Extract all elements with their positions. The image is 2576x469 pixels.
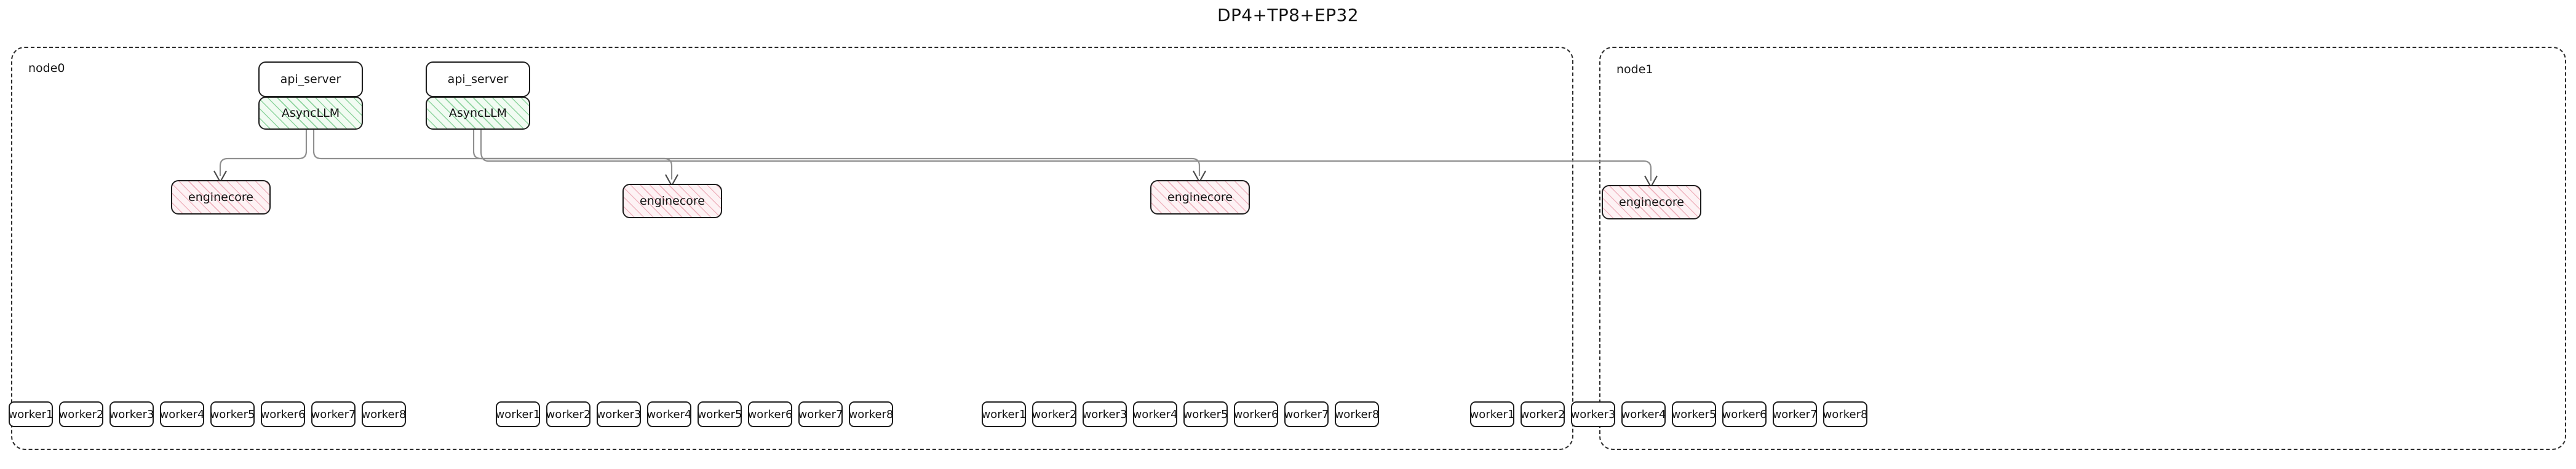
enginecore-box-1[interactable]: enginecore (622, 184, 722, 218)
async-llm-box-1[interactable]: AsyncLLM (426, 97, 530, 130)
worker-box[interactable]: worker5 (1672, 401, 1716, 427)
cluster-node1 (1599, 47, 2566, 450)
worker-box[interactable]: worker8 (1335, 401, 1379, 427)
worker-box[interactable]: worker3 (1083, 401, 1127, 427)
worker-box[interactable]: worker6 (261, 401, 305, 427)
cluster-node0-label: node0 (28, 61, 65, 75)
worker-box[interactable]: worker5 (210, 401, 255, 427)
enginecore-box-2[interactable]: enginecore (1150, 180, 1250, 215)
api-server-box-1[interactable]: api_server (426, 61, 530, 97)
worker-box[interactable]: worker7 (798, 401, 843, 427)
worker-box[interactable]: worker5 (698, 401, 742, 427)
cluster-node0 (11, 47, 1573, 450)
worker-box[interactable]: worker4 (647, 401, 691, 427)
worker-box[interactable]: worker2 (59, 401, 103, 427)
enginecore-box-0[interactable]: enginecore (171, 180, 271, 215)
worker-box[interactable]: worker8 (849, 401, 893, 427)
worker-box[interactable]: worker6 (1234, 401, 1278, 427)
worker-box[interactable]: worker4 (1621, 401, 1666, 427)
api-server-box-0[interactable]: api_server (258, 61, 363, 97)
enginecore-box-3[interactable]: enginecore (1602, 185, 1701, 219)
worker-box[interactable]: worker2 (546, 401, 590, 427)
worker-box[interactable]: worker8 (362, 401, 406, 427)
worker-box[interactable]: worker7 (311, 401, 356, 427)
worker-box[interactable]: worker3 (1571, 401, 1615, 427)
worker-box[interactable]: worker1 (496, 401, 540, 427)
worker-box[interactable]: worker4 (160, 401, 204, 427)
worker-box[interactable]: worker2 (1521, 401, 1565, 427)
worker-box[interactable]: worker8 (1823, 401, 1867, 427)
cluster-node1-label: node1 (1616, 63, 1653, 76)
worker-box[interactable]: worker5 (1183, 401, 1228, 427)
page-title: DP4+TP8+EP32 (1217, 5, 1359, 25)
worker-box[interactable]: worker1 (982, 401, 1026, 427)
worker-box[interactable]: worker1 (9, 401, 53, 427)
worker-box[interactable]: worker6 (748, 401, 792, 427)
worker-box[interactable]: worker4 (1133, 401, 1177, 427)
worker-box[interactable]: worker6 (1722, 401, 1767, 427)
worker-box[interactable]: worker3 (109, 401, 154, 427)
worker-box[interactable]: worker2 (1032, 401, 1076, 427)
worker-box[interactable]: worker7 (1284, 401, 1329, 427)
async-llm-box-0[interactable]: AsyncLLM (258, 97, 363, 130)
worker-box[interactable]: worker7 (1773, 401, 1817, 427)
worker-box[interactable]: worker3 (597, 401, 641, 427)
worker-box[interactable]: worker1 (1470, 401, 1514, 427)
